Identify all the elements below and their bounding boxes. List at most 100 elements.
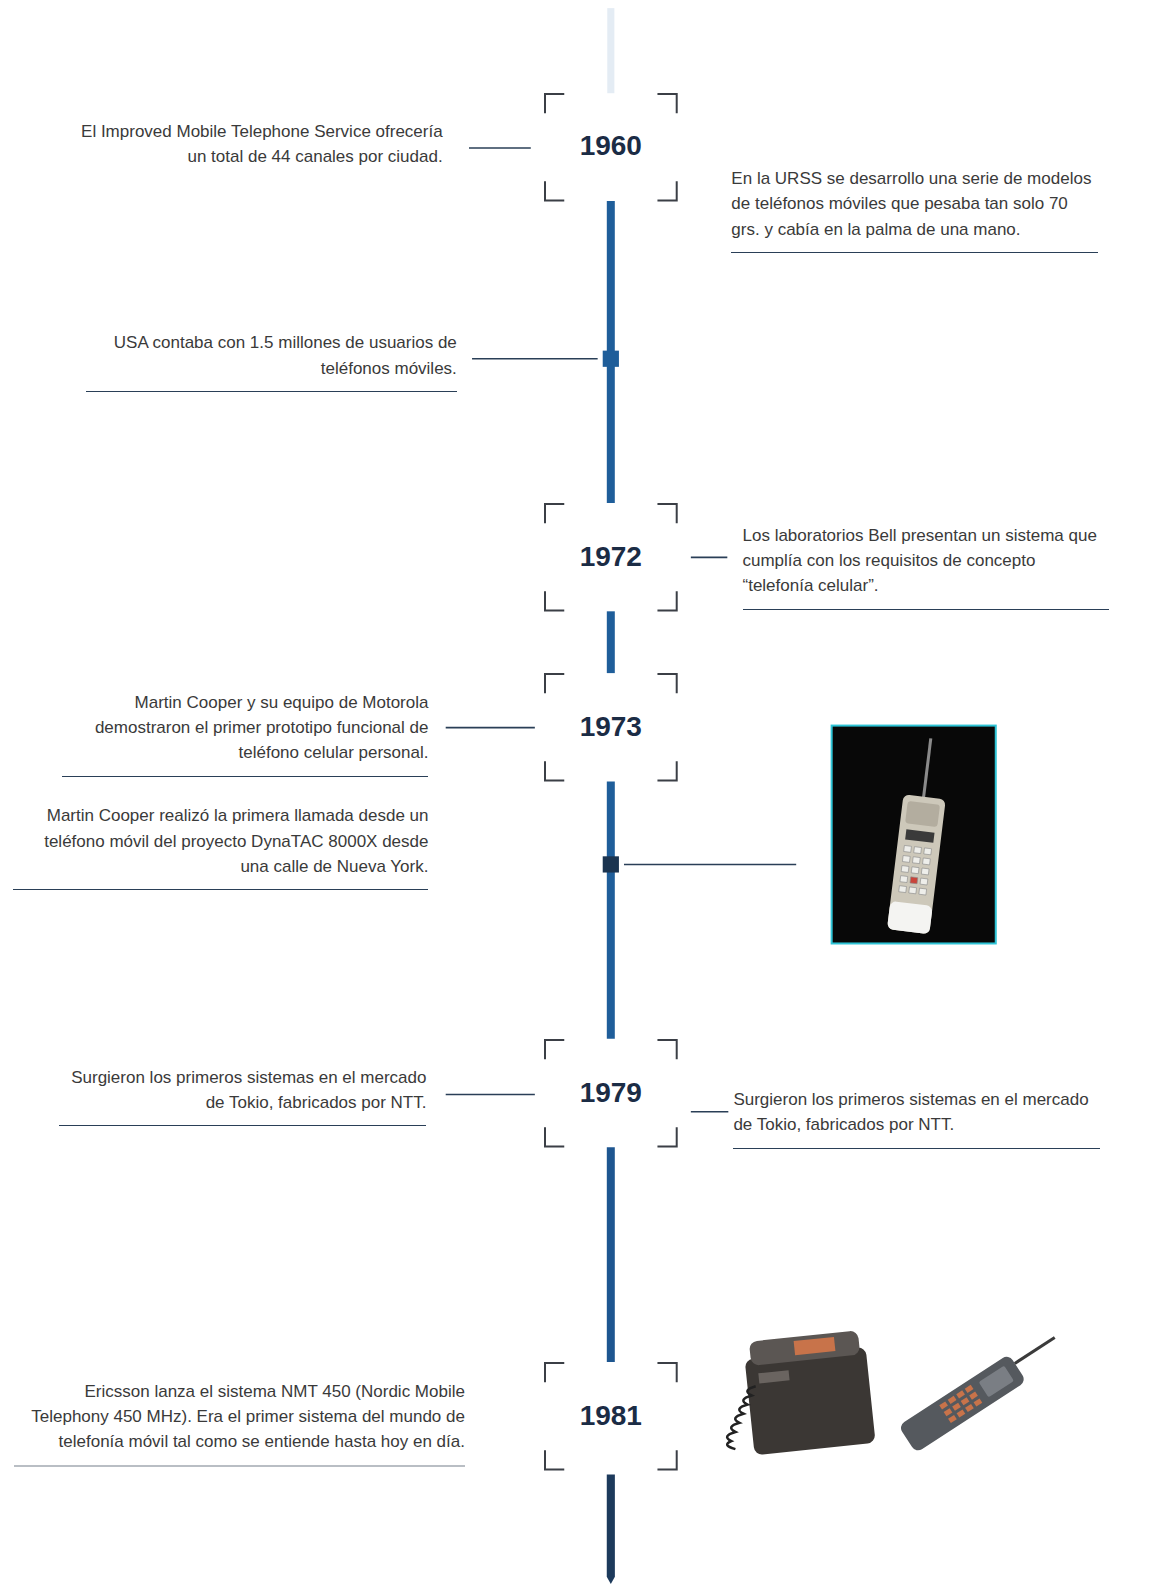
handheld-key: [939, 1401, 948, 1409]
leader-line: [624, 864, 796, 866]
handheld-key: [948, 1396, 957, 1404]
handheld-key: [965, 1404, 974, 1412]
handheld-key: [957, 1409, 966, 1417]
bracket-corner: [657, 504, 676, 523]
phone-key: [920, 878, 928, 885]
phone-body: [887, 794, 946, 934]
bag-phone-handset: [749, 1330, 860, 1366]
event-note: Los laboratorios Bell presentan un siste…: [743, 523, 1110, 610]
year-label: 1981: [580, 1401, 642, 1432]
event-note: Martin Cooper y su equipo de Motorola de…: [62, 690, 429, 777]
bracket-corner: [657, 181, 676, 200]
phone-key: [921, 868, 929, 875]
bracket-corner: [545, 591, 564, 610]
bag-phone-grille: [758, 1370, 789, 1383]
year-box: 1979: [544, 1039, 678, 1147]
phone-key: [900, 876, 908, 883]
bracket-corner: [545, 761, 564, 780]
bracket-corner: [545, 1040, 564, 1059]
handheld-keypad: [939, 1385, 982, 1423]
handheld-key: [944, 1408, 953, 1416]
event-text: Martin Cooper realizó la primera llamada…: [13, 803, 428, 890]
phone-antenna: [923, 738, 931, 800]
dynatac-photo: [832, 726, 996, 944]
timeline-end: [607, 1474, 615, 1583]
event-text: Martin Cooper y su equipo de Motorola de…: [62, 690, 429, 777]
handheld-phone-body: [898, 1354, 1026, 1453]
bracket-corner: [657, 761, 676, 780]
bracket-corner: [545, 94, 564, 113]
leader-line: [446, 1094, 535, 1096]
bracket-corner: [657, 591, 676, 610]
event-note: El Improved Mobile Telephone Service ofr…: [58, 119, 443, 170]
phone-key: [912, 857, 920, 864]
phone-key: [924, 848, 932, 855]
year-label: 1960: [580, 131, 642, 162]
phone-key: [919, 888, 927, 895]
handheld-key: [969, 1392, 978, 1400]
bracket-corner: [545, 1363, 564, 1382]
timeline-start: [607, 8, 614, 93]
bracket-corner: [657, 1450, 676, 1469]
year-label: 1972: [580, 542, 642, 573]
leader-line: [691, 557, 727, 559]
bracket-corner: [545, 674, 564, 693]
timeline-marker: [603, 856, 619, 872]
phone-display: [905, 829, 934, 843]
handheld-antenna: [1015, 1337, 1055, 1363]
event-note: Surgieron los primeros sistemas en el me…: [733, 1087, 1100, 1149]
year-box: 1973: [544, 673, 678, 781]
phone-key: [899, 886, 907, 893]
phone-key: [914, 847, 922, 854]
phone-cord: [727, 1386, 756, 1449]
photo-frame: [832, 726, 996, 944]
event-note: USA contaba con 1.5 millones de usuarios…: [86, 330, 457, 392]
phone-mouthpiece: [887, 901, 933, 934]
year-label: 1979: [580, 1078, 642, 1109]
phone-key: [901, 866, 909, 873]
bag-phone-body: [745, 1347, 876, 1455]
phone-key: [904, 845, 912, 852]
leader-line: [469, 147, 531, 149]
nmt-phones: [727, 1328, 1066, 1455]
timeline-segment: [607, 781, 615, 1038]
bag-phone-keypad: [794, 1337, 836, 1355]
leader-line: [446, 727, 535, 729]
phone-key: [910, 877, 918, 884]
bracket-corner: [545, 181, 564, 200]
timeline-marker: [603, 351, 619, 367]
bracket-corner: [657, 1127, 676, 1146]
phone-key: [923, 858, 931, 865]
phone-key: [911, 867, 919, 874]
handheld-key: [952, 1403, 961, 1411]
event-note: Surgieron los primeros sistemas en el me…: [59, 1065, 427, 1127]
bracket-corner: [657, 94, 676, 113]
handheld-display: [979, 1366, 1014, 1398]
leader-line: [691, 1111, 728, 1113]
timeline-segment: [607, 201, 615, 503]
timeline-segment: [607, 611, 615, 673]
bracket-corner: [545, 1450, 564, 1469]
phone-keypad: [899, 845, 932, 895]
year-label: 1973: [580, 712, 642, 743]
event-text: Surgieron los primeros sistemas en el me…: [733, 1087, 1100, 1149]
year-box: 1972: [544, 503, 678, 611]
phone-earpiece: [905, 801, 940, 827]
timeline-segment: [607, 1147, 615, 1362]
event-text: Surgieron los primeros sistemas en el me…: [59, 1065, 427, 1127]
year-box: 1960: [544, 93, 678, 201]
handheld-key: [974, 1398, 983, 1406]
leader-lines: [446, 148, 796, 1112]
handheld-key: [948, 1415, 957, 1423]
event-text: En la URSS se desarrollo una serie de mo…: [731, 166, 1098, 253]
year-box: 1981: [544, 1362, 678, 1470]
phone-key: [902, 856, 910, 863]
event-text: El Improved Mobile Telephone Service ofr…: [58, 119, 443, 170]
event-note: En la URSS se desarrollo una serie de mo…: [731, 166, 1098, 253]
event-note: Ericsson lanza el sistema NMT 450 (Nordi…: [14, 1379, 465, 1467]
handheld-key: [961, 1397, 970, 1405]
event-text: Ericsson lanza el sistema NMT 450 (Nordi…: [14, 1379, 465, 1467]
event-text: Los laboratorios Bell presentan un siste…: [743, 523, 1110, 610]
bracket-corner: [545, 504, 564, 523]
leader-line: [472, 358, 598, 360]
